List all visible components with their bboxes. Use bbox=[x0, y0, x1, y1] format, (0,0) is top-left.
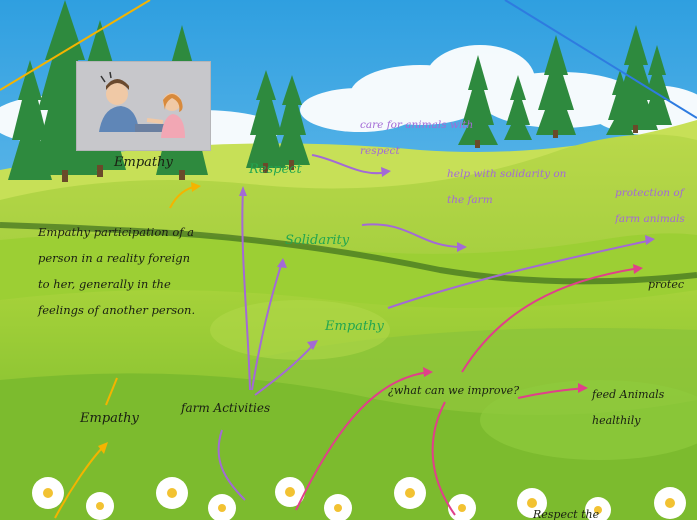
farm-activities-node[interactable]: farm Activities bbox=[181, 401, 271, 415]
respect-the-node[interactable]: Respect the bbox=[533, 508, 600, 520]
empathy-photo bbox=[76, 61, 211, 151]
empathy-photo-caption[interactable]: Empathy bbox=[114, 155, 173, 170]
protect-node[interactable]: protec bbox=[648, 278, 685, 291]
solidarity-node[interactable]: Solidarity bbox=[285, 233, 350, 248]
arrowheads bbox=[98, 167, 655, 454]
feed-animals-node[interactable]: feed Animals healthily bbox=[592, 388, 665, 427]
empathy-mid-node[interactable]: Empathy bbox=[325, 319, 384, 334]
help-solidarity-node[interactable]: help with solidarity on the farm bbox=[447, 168, 567, 206]
protection-farm-animals-node[interactable]: protection of farm animals bbox=[615, 187, 685, 225]
people-comforting-icon bbox=[77, 62, 210, 150]
empathy-left-node[interactable]: Empathy bbox=[80, 411, 139, 426]
what-can-we-improve-node[interactable]: ¿what can we improve? bbox=[388, 384, 520, 397]
care-for-animals-node[interactable]: care for animals with respect bbox=[360, 119, 474, 157]
empathy-definition-node[interactable]: Empathy participation of a person in a r… bbox=[38, 225, 196, 317]
respect-node[interactable]: Respect bbox=[249, 162, 302, 177]
connectors bbox=[54, 154, 653, 519]
